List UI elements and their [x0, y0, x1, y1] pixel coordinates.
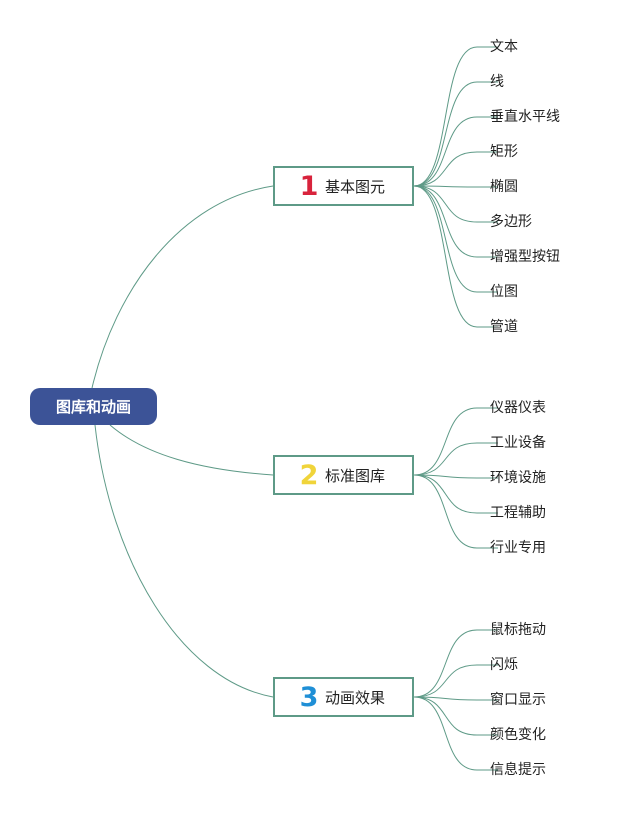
leaf-node[interactable]: 颜色变化 [490, 727, 546, 743]
leaf-node[interactable]: 环境设施 [490, 470, 546, 486]
branch-number: 3 [299, 681, 319, 713]
leaf-link [413, 185, 498, 258]
leaf-node[interactable]: 垂直水平线 [490, 109, 560, 125]
leaf-link [413, 696, 498, 701]
leaf-link [413, 151, 498, 187]
leaf-link [413, 46, 498, 187]
leaf-link [413, 629, 498, 698]
leaf-links [413, 46, 498, 771]
leaf-node[interactable]: 矩形 [490, 144, 518, 160]
root-label: 图库和动画 [55, 398, 131, 416]
leaf-link [413, 116, 498, 187]
leaf-link [413, 185, 498, 293]
leaf-link [413, 696, 498, 736]
leaf-link [413, 664, 498, 698]
leaf-node[interactable]: 仪器仪表 [490, 400, 546, 416]
leaf-link [413, 185, 498, 223]
leaf-node[interactable]: 闪烁 [490, 657, 518, 673]
leaf-link [413, 442, 498, 476]
leaf-node[interactable]: 信息提示 [490, 762, 546, 778]
leaf-link [413, 474, 498, 549]
branch-number: 2 [299, 459, 319, 491]
root-link-3 [94, 424, 274, 698]
branch-node-standard-library[interactable]: 2 标准图库 [273, 455, 414, 495]
leaf-node[interactable]: 窗口显示 [490, 692, 546, 708]
leaf-link [413, 474, 498, 514]
leaf-node[interactable]: 线 [490, 74, 504, 90]
leaf-link [413, 474, 498, 479]
leaf-link [413, 185, 498, 188]
leaf-link [413, 81, 498, 187]
leaf-node[interactable]: 椭圆 [490, 179, 518, 195]
branch-number: 1 [299, 170, 319, 202]
leaf-node[interactable]: 增强型按钮 [490, 249, 560, 265]
leaf-node[interactable]: 工程辅助 [490, 505, 546, 521]
leaf-node[interactable]: 文本 [490, 39, 518, 55]
leaf-node[interactable]: 鼠标拖动 [490, 622, 546, 638]
branch-node-animation-effects[interactable]: 3 动画效果 [273, 677, 414, 717]
leaf-link [413, 407, 498, 476]
branch-node-basic-elements[interactable]: 1 基本图元 [273, 166, 414, 206]
branch-label: 基本图元 [325, 177, 386, 196]
branch-label: 动画效果 [325, 688, 386, 707]
leaf-link [413, 185, 498, 328]
leaf-node[interactable]: 多边形 [490, 214, 532, 230]
root-link-1 [91, 185, 274, 389]
leaf-node[interactable]: 工业设备 [490, 435, 546, 451]
leaf-link [413, 696, 498, 771]
leaf-node[interactable]: 位图 [490, 284, 518, 300]
leaf-node[interactable]: 行业专用 [490, 540, 546, 556]
leaf-node[interactable]: 管道 [490, 319, 518, 335]
branch-label: 标准图库 [325, 466, 386, 485]
root-link-2 [109, 424, 274, 476]
root-node[interactable]: 图库和动画 [30, 388, 157, 425]
